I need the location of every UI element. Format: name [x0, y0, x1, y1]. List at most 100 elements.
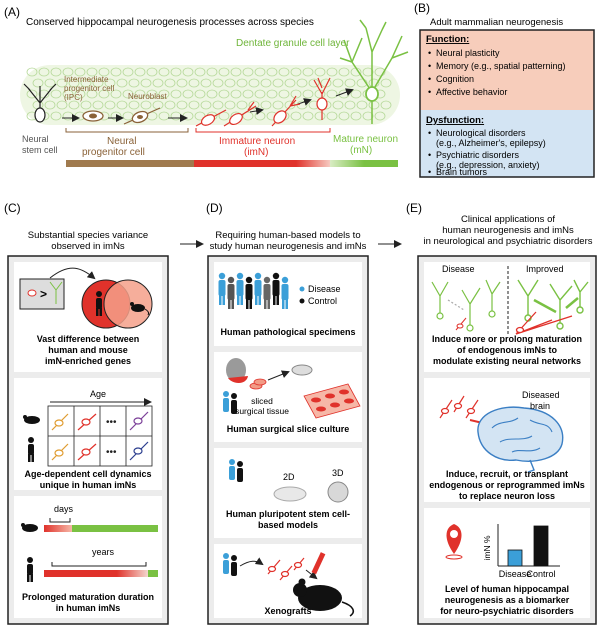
mouse-icon	[21, 523, 38, 532]
dysfunction-item-detail: (e.g., Alzheimer's, epilepsy)	[436, 138, 546, 148]
panel-c-letter: (C)	[4, 201, 21, 215]
mouse-icon	[130, 302, 150, 316]
ipc-label-3: (IPC)	[64, 93, 83, 102]
neural-stem-cell-icon	[23, 83, 57, 123]
dysfunction-item: Psychiatric disorders	[436, 150, 520, 160]
human-icon	[28, 437, 34, 462]
svg-text:•: •	[428, 48, 431, 58]
svg-text:>: >	[40, 287, 47, 301]
d-box3-caption-2: based models	[258, 520, 318, 530]
nsc-label-2: stem cell	[22, 145, 58, 155]
mouse-genes-circle	[103, 279, 153, 329]
panel-a-letter: (A)	[4, 5, 20, 19]
panel-e-header-1: Clinical applications of	[461, 214, 555, 225]
brain-tissue-icon	[226, 358, 248, 383]
panel-d-letter: (D)	[206, 201, 223, 215]
label-2d: 2D	[283, 472, 295, 482]
d-box2-caption: Human surgical slice culture	[227, 424, 350, 434]
e-box1-caption-1: Induce more or prolong maturation	[432, 334, 582, 344]
svg-text:•••: •••	[106, 447, 117, 458]
mouse-mn-bar	[72, 525, 158, 532]
d-box1-caption: Human pathological specimens	[220, 327, 355, 337]
imn-stage-bar	[194, 160, 330, 167]
npc-stage-bar	[66, 160, 194, 167]
2d-culture-icon	[273, 486, 307, 502]
days-label: days	[54, 504, 74, 514]
gene-comparison-inset	[19, 278, 65, 310]
d-box3-caption-1: Human pluripotent stem cell-	[226, 509, 350, 519]
panel-c-header-1: Substantial species variance	[28, 230, 148, 241]
svg-text:•: •	[428, 150, 431, 160]
human-icon	[27, 557, 33, 582]
mouse-icon	[293, 578, 355, 617]
dysfunction-item-detail: (e.g., depression, anxiety)	[436, 160, 540, 170]
function-box	[420, 30, 594, 110]
svg-text:•: •	[428, 87, 431, 97]
chart-bar-control	[533, 525, 549, 567]
legend-disease: Disease	[308, 284, 341, 294]
mouse-icon	[23, 415, 40, 424]
human-mn-bar	[148, 570, 158, 577]
age-label: Age	[90, 389, 106, 399]
chart-y-axis-label: imN %	[482, 535, 492, 560]
person-icon	[229, 459, 235, 480]
neuroblast-icon	[123, 107, 161, 125]
mature-neuron-icon	[339, 19, 409, 124]
svg-text:Induce, recruit, or transplant: Induce, recruit, or transplantendogenous…	[429, 469, 585, 501]
sliced-label-2: surgical tissue	[235, 406, 289, 416]
chart-bar-disease	[507, 549, 523, 567]
function-item: Memory (e.g., spatial patterning)	[436, 61, 566, 71]
c-box2-caption-1: Age-dependent cell dynamics	[24, 469, 151, 479]
years-label: years	[92, 547, 115, 557]
c-box2-caption-2: unique in human imNs	[40, 480, 137, 490]
diseased-brain-label-1: Diseased	[522, 390, 560, 400]
location-pin-icon	[445, 524, 463, 560]
e-box1-caption-3: modulate existing neural networks	[433, 356, 581, 366]
nsc-label-1: Neural	[22, 134, 49, 144]
panel-e-header-2: human neurogenesis and imNs	[442, 225, 574, 236]
dysfunction-item: Neurological disorders	[436, 128, 526, 138]
people-group-icon	[218, 272, 289, 309]
imn-label-2: (imN)	[244, 147, 268, 158]
c-box1-caption-2: human and mouse	[48, 345, 128, 355]
imn-transplant-icon	[267, 557, 305, 581]
3d-organoid-icon	[327, 481, 349, 503]
function-heading: Function:	[426, 34, 469, 45]
svg-text:Mature neuron(mN): Mature neuron(mN)	[333, 134, 398, 156]
mn-label-2: (mN)	[350, 145, 372, 156]
svg-text:Human pluripotent stem cell-ba: Human pluripotent stem cell-based models	[226, 509, 350, 530]
dysfunction-heading: Dysfunction:	[426, 115, 484, 126]
ipc-cell-icon	[82, 110, 104, 122]
person-icon	[223, 391, 229, 412]
npc-label-1: Neural	[107, 136, 136, 147]
panel-b-letter: (B)	[414, 1, 430, 15]
svg-text:Psychiatric disorders(e.g., de: Psychiatric disorders(e.g., depression, …	[436, 150, 540, 170]
diseased-brain-icon	[477, 406, 564, 473]
panel-d-header-2: study human neurogenesis and imNs	[210, 241, 367, 252]
mn-label-1: Mature neuron	[333, 134, 398, 145]
dysfunction-box	[420, 110, 594, 177]
panel-e-letter: (E)	[406, 201, 422, 215]
immature-neurons-icon	[195, 77, 331, 127]
e-box2-caption-2: endogenous or reprogrammed imNs	[429, 480, 585, 490]
e-box2-caption-3: to replace neuron loss	[459, 491, 555, 501]
legend-control: Control	[308, 296, 337, 306]
d-box4-caption: Xenografts	[264, 606, 311, 616]
syringe-icon	[311, 552, 326, 575]
layer-label: Dentate granule cell layer	[236, 38, 350, 49]
improved-network-icon	[517, 279, 589, 330]
ipc-label-1: Intermediate	[64, 75, 109, 84]
tissue-slices-icon	[249, 378, 267, 390]
disease-network-icon	[431, 279, 501, 332]
panel-a: (A) Conserved hippocampal neurogenesis p…	[4, 5, 409, 167]
